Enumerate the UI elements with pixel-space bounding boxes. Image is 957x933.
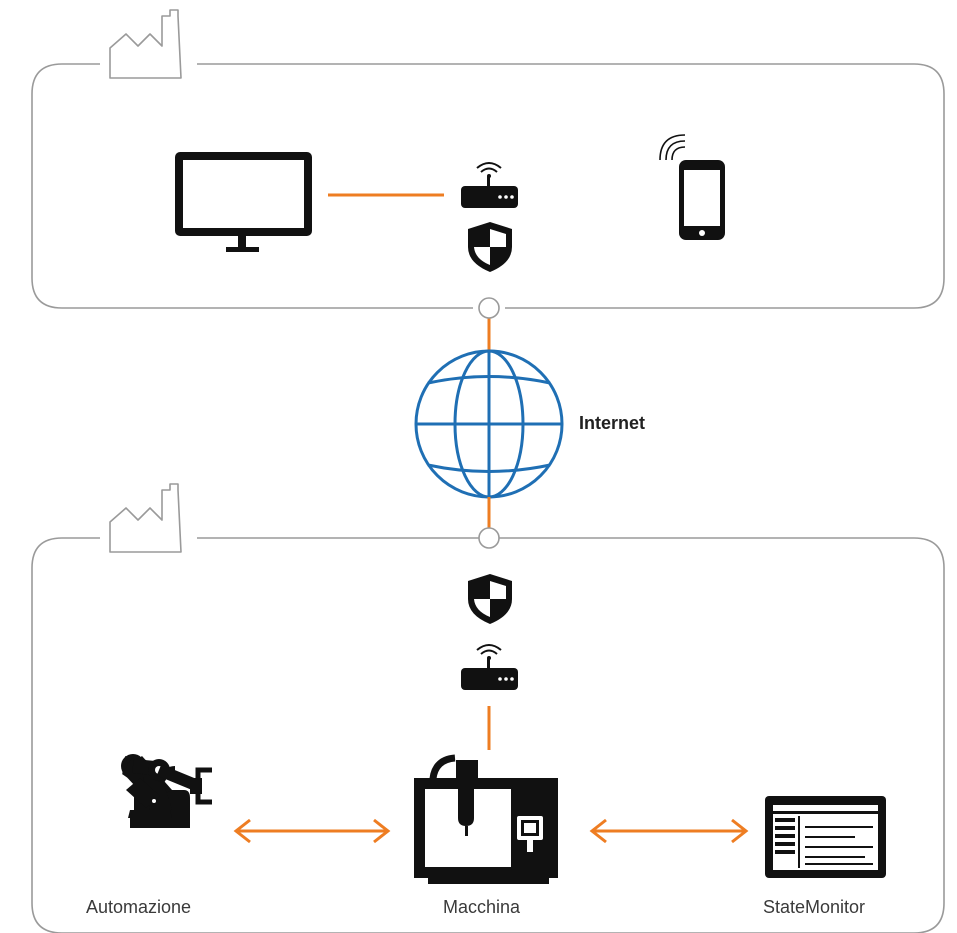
arrow-automation-machine	[233, 818, 391, 844]
machine-label: Macchina	[443, 897, 521, 917]
smartphone-icon	[659, 134, 725, 240]
router-icon	[461, 644, 518, 690]
bottom-site-frame	[31, 537, 945, 933]
shield-icon	[468, 574, 512, 624]
connector-node-top	[478, 297, 500, 319]
automation-label: Automazione	[86, 897, 192, 917]
internet-label: Internet	[579, 413, 646, 433]
factory-icon	[109, 483, 182, 553]
factory-icon	[109, 9, 182, 79]
robot-arm-icon	[121, 754, 212, 828]
cnc-machine-icon	[414, 754, 558, 884]
monitor-icon	[175, 152, 312, 252]
connector-node-bottom	[478, 527, 500, 549]
statemonitor-screen-icon	[765, 796, 886, 878]
router-icon	[461, 162, 518, 208]
arrow-machine-statemonitor	[589, 818, 749, 844]
statemonitor-label: StateMonitor	[763, 897, 866, 917]
globe-icon	[414, 349, 564, 499]
top-site-frame	[31, 63, 945, 309]
shield-icon	[468, 222, 512, 272]
